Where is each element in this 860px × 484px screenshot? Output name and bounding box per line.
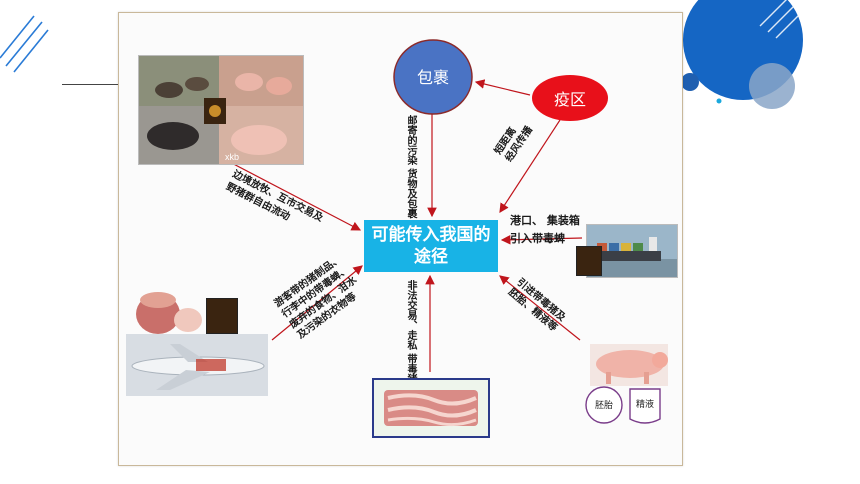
tick-icon-right bbox=[576, 246, 602, 276]
arrow-zone-to-center bbox=[499, 119, 561, 214]
small-dark-circle bbox=[681, 73, 699, 91]
ship-drawing bbox=[587, 237, 677, 277]
package-edge-label: 邮寄的污染 货物及包裹 bbox=[405, 115, 416, 219]
airplane-photo bbox=[126, 334, 268, 396]
epidemic-zone-node bbox=[532, 75, 608, 121]
epidemic-zone-label: 疫区 bbox=[553, 90, 586, 109]
center-node: 可能传入我国的途径 bbox=[364, 220, 498, 272]
domestic-pig-photo bbox=[590, 344, 668, 386]
embryo-node bbox=[585, 386, 623, 424]
tick-icon-left bbox=[206, 298, 238, 334]
package-node bbox=[393, 39, 473, 115]
wild-pigs-photo: xkb bbox=[138, 55, 304, 165]
arrow-zone-to-package bbox=[474, 79, 531, 96]
arrow-travelers-to-center bbox=[271, 265, 363, 341]
tiny-dot bbox=[716, 98, 722, 104]
pig-drawing bbox=[596, 350, 668, 384]
semen-node bbox=[629, 388, 661, 424]
arrow-border-to-center bbox=[221, 157, 362, 231]
arrow-ports-to-center bbox=[500, 234, 583, 245]
ham-sausage-photo bbox=[132, 290, 204, 336]
package-label: 包裹 bbox=[416, 68, 449, 87]
bacon-photo bbox=[372, 378, 490, 438]
airplane-drawing bbox=[131, 344, 265, 390]
semen-label: 精液 bbox=[635, 400, 654, 410]
arrow-imports-to-center bbox=[499, 275, 581, 341]
ham-drawing bbox=[136, 292, 202, 334]
title-rule bbox=[62, 84, 120, 85]
center-label: 可能传入我国的途径 bbox=[371, 225, 491, 267]
ports-edge-label: 港口、 集装箱 引入带毒蜱 bbox=[510, 214, 580, 245]
diagonal-stripes-right bbox=[759, 0, 807, 39]
photo-watermark: xkb bbox=[225, 152, 239, 162]
diagonal-stripes-left bbox=[0, 15, 49, 73]
pig-collage: xkb bbox=[139, 56, 303, 164]
embryo-label: 胚胎 bbox=[594, 401, 613, 411]
bacon-drawing bbox=[384, 390, 478, 427]
medium-light-circle bbox=[749, 63, 795, 109]
